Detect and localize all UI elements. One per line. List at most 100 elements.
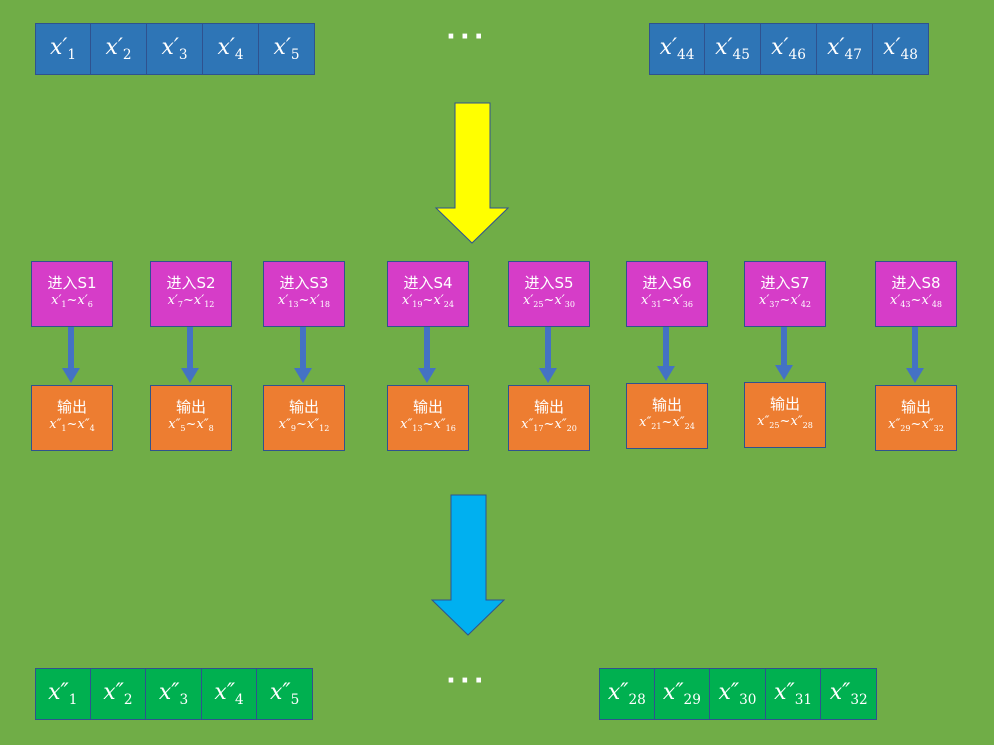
output-bit-label: x″32 xyxy=(829,680,868,708)
input-bit-label: x′44 xyxy=(659,35,695,63)
input-bit-label: x′46 xyxy=(771,35,806,63)
output-bit-cell: x″1 xyxy=(35,668,91,720)
sbox-title: 进入S2 xyxy=(166,274,216,293)
small-arrow-shaft xyxy=(912,327,918,369)
yellow-down-arrow xyxy=(434,102,510,244)
output-bit-label: x″1 xyxy=(48,680,78,708)
small-arrow-head xyxy=(906,368,924,383)
input-bit-label: x′3 xyxy=(161,35,188,63)
input-bit-label: x′2 xyxy=(105,35,132,63)
sbox-range: x′37~x′42 xyxy=(759,293,811,309)
input-bit-cell: x′45 xyxy=(705,23,761,75)
sbox-title: 进入S1 xyxy=(47,274,97,293)
output-bit-label: x″5 xyxy=(270,680,300,708)
output-bit-cell: x″31 xyxy=(765,668,822,720)
output-bit-label: x″29 xyxy=(662,680,701,708)
output-title: 输出 xyxy=(412,398,443,417)
output-title: 输出 xyxy=(56,398,87,417)
sbox-range: x′13~x′18 xyxy=(278,293,330,309)
cyan-down-arrow xyxy=(430,494,506,636)
output-bit-cell: x″5 xyxy=(257,668,313,720)
small-arrow-shaft xyxy=(68,327,74,369)
input-bit-label: x′47 xyxy=(827,35,862,63)
sbox-range: x′7~x′12 xyxy=(167,293,215,309)
small-arrow-shaft xyxy=(187,327,193,369)
small-arrow-shaft xyxy=(663,327,669,367)
input-bit-label: x′1 xyxy=(49,35,77,63)
small-arrow-shaft xyxy=(545,327,551,369)
input-bit-cell: x′1 xyxy=(35,23,91,75)
sbox-title: 进入S6 xyxy=(642,274,692,293)
small-arrow-head xyxy=(418,368,436,383)
output-bit-cell: x″2 xyxy=(90,668,147,720)
output-bit-cell: x″32 xyxy=(821,668,877,720)
sbox-range: x′31~x′36 xyxy=(641,293,693,309)
output-range: x″5~x″8 xyxy=(168,417,214,433)
output-bit-cell: x″3 xyxy=(146,668,202,720)
input-bit-cell: x′47 xyxy=(817,23,873,75)
small-arrow-head xyxy=(775,365,793,380)
input-bit-cell: x′3 xyxy=(147,23,203,75)
sbox-title: 进入S4 xyxy=(403,274,453,293)
input-bit-label: x′45 xyxy=(715,35,750,63)
output-range: x″25~x″28 xyxy=(757,414,813,430)
output-title: 输出 xyxy=(533,398,564,417)
small-arrow-head xyxy=(657,366,675,381)
output-range: x″17~x″20 xyxy=(521,417,577,433)
output-bit-label: x″4 xyxy=(214,680,244,708)
input-bit-label: x′4 xyxy=(217,35,244,63)
output-title: 输出 xyxy=(175,398,206,417)
small-arrow-shaft xyxy=(424,327,430,369)
sbox-title: 进入S5 xyxy=(524,274,574,293)
output-range: x″29~x″32 xyxy=(888,417,944,433)
output-range: x″9~x″12 xyxy=(278,417,330,433)
output-range: x″21~x″24 xyxy=(639,415,695,431)
output-bit-cell: x″4 xyxy=(201,668,258,720)
small-arrow-head xyxy=(539,368,557,383)
input-bits-right: x′44 x′45 x′46 x′47 x′48 xyxy=(649,23,929,75)
output-title: 输出 xyxy=(288,398,319,417)
output-bit-label: x″3 xyxy=(158,680,189,708)
ellipsis-top: ··· xyxy=(446,22,488,52)
input-bit-label: x′48 xyxy=(883,35,918,63)
sbox-range: x′19~x′24 xyxy=(402,293,454,309)
input-bit-cell: x′2 xyxy=(91,23,147,75)
output-bits-left: x″1 x″2 x″3 x″4 x″5 xyxy=(35,668,313,720)
output-bit-cell: x″28 xyxy=(599,668,655,720)
output-title: 输出 xyxy=(769,395,800,414)
sbox-title: 进入S8 xyxy=(891,274,941,293)
sbox-title: 进入S7 xyxy=(760,274,810,293)
small-arrow-head xyxy=(181,368,199,383)
sbox-range: x′1~x′6 xyxy=(51,293,93,309)
input-bit-cell: x′5 xyxy=(259,23,315,75)
output-title: 输出 xyxy=(651,396,682,415)
small-arrow-head xyxy=(62,368,80,383)
output-bit-label: x″2 xyxy=(103,680,133,708)
input-bit-cell: x′44 xyxy=(649,23,705,75)
input-bit-label: x′5 xyxy=(273,35,300,63)
output-bit-cell: x″30 xyxy=(710,668,766,720)
sbox-range: x′25~x′30 xyxy=(523,293,575,309)
small-arrow-shaft xyxy=(300,327,306,369)
output-range: x″1~x″4 xyxy=(49,417,95,433)
input-bit-cell: x′46 xyxy=(761,23,817,75)
sbox-title: 进入S3 xyxy=(279,274,329,293)
output-bit-cell: x″29 xyxy=(654,668,711,720)
input-bit-cell: x′48 xyxy=(873,23,929,75)
